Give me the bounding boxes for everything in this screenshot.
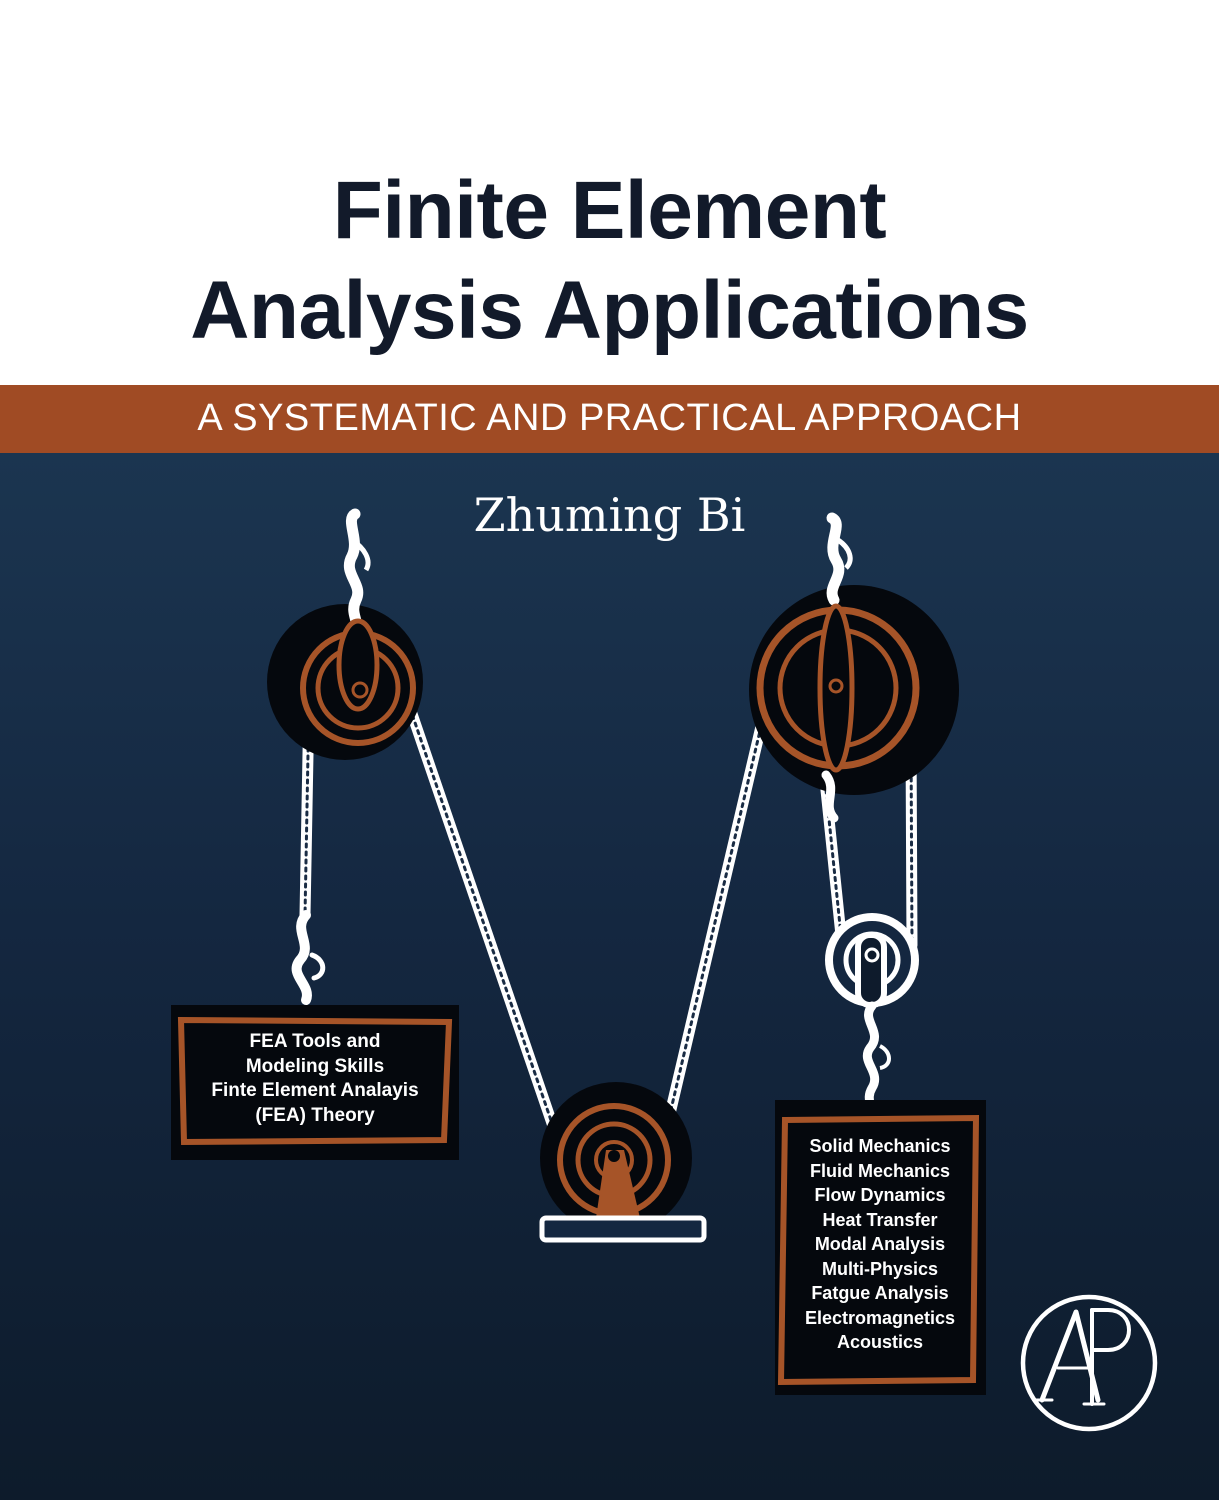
left-hook <box>291 910 326 1005</box>
right-lower-pulley <box>825 913 919 1115</box>
left-sign-text: FEA Tools and Modeling Skills Finte Elem… <box>180 1030 450 1128</box>
left-sign-line: Modeling Skills <box>245 1055 385 1077</box>
right-sign <box>775 1100 986 1395</box>
right-sign-line: Electromagnetics <box>804 1307 956 1328</box>
cover-background <box>0 453 1219 1500</box>
left-pulley <box>267 508 423 760</box>
author-name: Zhuming Bi <box>473 488 746 542</box>
book-title-line-2: Analysis Applications <box>190 265 1029 356</box>
right-sign-line: Solid Mechanics <box>809 1136 951 1156</box>
right-sign-line: Fluid Mechanics <box>809 1160 951 1181</box>
subtitle-band <box>0 385 1219 453</box>
publisher-logo <box>1020 1294 1158 1432</box>
left-sign-line: FEA Tools and <box>249 1031 381 1052</box>
right-sign-line: Acoustics <box>836 1332 924 1352</box>
left-sign <box>171 1005 459 1160</box>
right-sign-line: Modal Analysis <box>814 1234 946 1254</box>
left-sign-line: (FEA) Theory <box>255 1104 375 1126</box>
right-pulley <box>749 512 959 823</box>
right-sign-line: Multi-Physics <box>821 1258 939 1279</box>
book-subtitle: A SYSTEMATIC AND PRACTICAL APPROACH <box>197 397 1022 439</box>
left-sign-line: Finte Element Analayis <box>211 1080 419 1101</box>
right-sign-line: Heat Transfer <box>822 1209 938 1230</box>
right-sign-line: Fatgue Analysis <box>811 1283 949 1303</box>
book-title-line-1: Finite Element <box>332 165 887 256</box>
bottom-pulley <box>539 1082 707 1243</box>
right-sign-text: Solid Mechanics Fluid Mechanics Flow Dyn… <box>782 1134 978 1355</box>
right-sign-line: Flow Dynamics <box>814 1185 946 1205</box>
